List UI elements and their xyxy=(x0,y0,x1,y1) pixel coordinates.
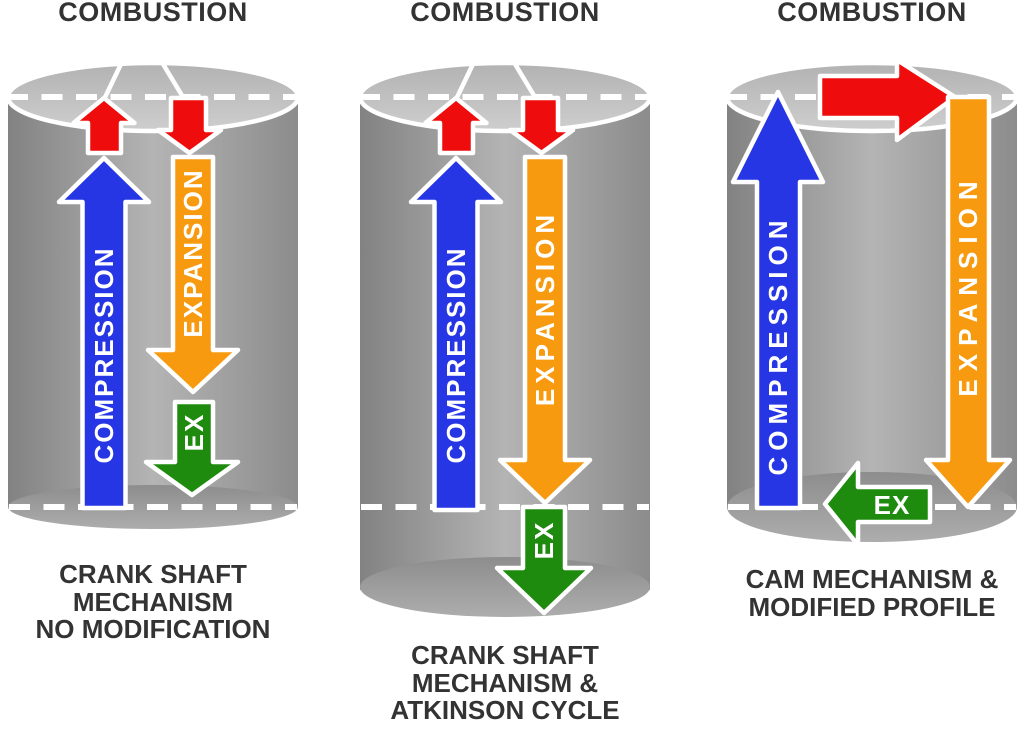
caption-line: MODIFIED PROFILE xyxy=(748,591,996,622)
combustion-title: COMBUSTION xyxy=(777,0,967,27)
caption-line: CAM MECHANISM & xyxy=(745,564,999,594)
combustion-pressure-down-arrow xyxy=(507,95,576,156)
compression-label: COMPRESSION xyxy=(441,246,471,463)
panel-crankshaft-atkinson: COMBUSTION COMPRESSION E xyxy=(355,0,655,730)
caption-line: CRANK SHAFT xyxy=(59,559,247,589)
combustion-title: COMBUSTION xyxy=(58,0,248,27)
combustion-pressure-up-arrow xyxy=(71,95,137,156)
compression-label: COMPRESSION xyxy=(89,246,119,463)
compression-arrow xyxy=(56,155,152,511)
compression-arrow xyxy=(408,155,504,513)
caption-crankshaft-atkinson: CRANK SHAFT MECHANISM & ATKINSON CYCLE xyxy=(345,640,665,725)
caption-line: ATKINSON CYCLE xyxy=(390,695,620,725)
caption-line: MECHANISM & xyxy=(411,667,599,698)
exhaust-arrow xyxy=(822,460,933,545)
cylinder-diagram-atkinson: COMPRESSION EXPANSION EX xyxy=(357,60,653,617)
expansion-arrow xyxy=(145,154,241,395)
combustion-title: COMBUSTION xyxy=(410,0,600,27)
compression-label: COMPRESSION xyxy=(763,214,793,475)
combustion-pressure-up-arrow xyxy=(423,95,489,156)
exhaust-label: EX xyxy=(179,413,209,452)
cylinder-wall xyxy=(360,97,650,590)
caption-cam-modified: CAM MECHANISM & MODIFIED PROFILE xyxy=(712,564,1024,622)
caption-crankshaft-standard: CRANK SHAFT MECHANISM NO MODIFICATION xyxy=(0,559,313,644)
exhaust-arrow xyxy=(143,399,241,498)
cylinder-diagram-cam: COMPRESSION EXPANSION EX xyxy=(724,57,1020,545)
cylinder-diagram-standard: COMPRESSION EXPANSION EX xyxy=(5,60,301,529)
cylinder-wall xyxy=(8,97,298,507)
expansion-arrow xyxy=(497,154,593,506)
combustion-pressure-right-arrow xyxy=(817,57,958,143)
expansion-label: EXPANSION xyxy=(953,173,983,396)
panel-crankshaft-standard: COMBUSTION COMPRESSION E xyxy=(3,0,303,730)
compression-arrow xyxy=(730,89,826,511)
expansion-label: EXPANSION xyxy=(178,168,208,337)
combustion-pressure-down-arrow xyxy=(155,95,224,156)
caption-line: MECHANISM xyxy=(72,586,234,617)
exhaust-label: EX xyxy=(529,521,559,560)
caption-line: CRANK SHAFT xyxy=(411,640,599,670)
exhaust-arrow xyxy=(494,504,594,616)
panel-cam-modified: COMBUSTION COMPRESSION EXPANSION EX CAM … xyxy=(722,0,1022,730)
caption-line: NO MODIFICATION xyxy=(35,614,271,644)
exhaust-label: EX xyxy=(874,490,911,520)
expansion-arrow xyxy=(923,94,1013,510)
expansion-label: EXPANSION xyxy=(530,210,560,406)
